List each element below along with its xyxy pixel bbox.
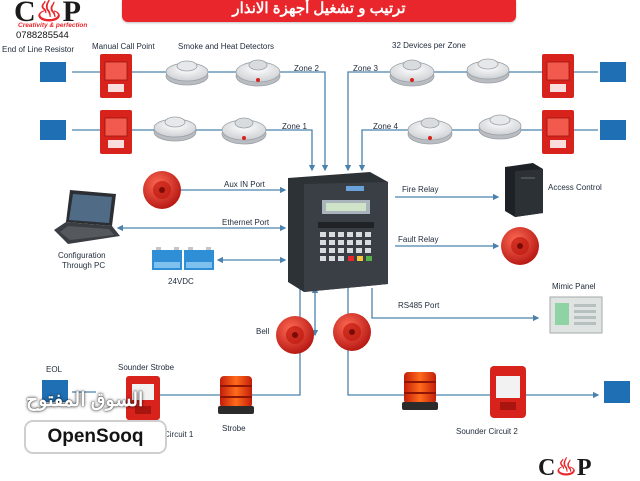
access-control-icon xyxy=(505,163,543,217)
smoke-detector-icon xyxy=(478,114,522,140)
label-mimic-panel: Mimic Panel xyxy=(552,282,596,291)
label-eol: EOL xyxy=(46,365,63,374)
aux-bell-icon xyxy=(143,171,181,209)
manual-call-point-zone4-icon xyxy=(542,110,574,154)
manual-call-point-zone2-icon xyxy=(100,54,132,98)
label-bell: Bell xyxy=(256,327,270,336)
label-zone3: Zone 3 xyxy=(353,64,378,73)
label-devices-per-zone: 32 Devices per Zone xyxy=(392,41,466,50)
strobe-icon xyxy=(218,376,254,414)
label-strobe: Strobe xyxy=(222,424,246,433)
wire-rs485 xyxy=(371,288,540,322)
bells xyxy=(143,171,539,354)
label-zone1: Zone 1 xyxy=(282,122,307,131)
label-rs485-port: RS485 Port xyxy=(398,301,440,310)
brand-logo: C♨P xyxy=(14,0,81,27)
flame-icon: ♨ xyxy=(35,0,63,28)
heat-detector-icon xyxy=(221,117,267,145)
label-fire-relay: Fire Relay xyxy=(402,185,439,194)
label-manual-call-point: Manual Call Point xyxy=(92,42,155,51)
watermark-arabic: السوق المفتوح xyxy=(26,390,144,411)
fault-bell-icon xyxy=(501,227,539,265)
mimic-panel-icon xyxy=(549,296,603,334)
heat-detector-icon xyxy=(389,59,435,87)
strobe-icon xyxy=(402,372,438,410)
label-circuit1: Circuit 1 xyxy=(164,430,194,439)
eol-resistors xyxy=(40,62,630,403)
smoke-detector-icon xyxy=(153,116,197,142)
laptop-icon xyxy=(54,190,120,244)
label-sounder-strobe: Sounder Strobe xyxy=(118,363,175,372)
label-sounder-circuit2: Sounder Circuit 2 xyxy=(456,427,518,436)
label-access-control: Access Control xyxy=(548,183,602,192)
sounder-strobe-icon xyxy=(126,376,160,420)
control-panel-icon xyxy=(288,172,388,292)
eol-box-circuit2 xyxy=(604,381,630,403)
batteries-icon xyxy=(152,247,214,270)
manual-call-point-zone3-icon xyxy=(542,54,574,98)
wire-zone2 xyxy=(72,71,329,172)
bell-icon xyxy=(333,313,371,351)
label-smoke-heat: Smoke and Heat Detectors xyxy=(178,42,275,51)
manual-call-point-zone1-icon xyxy=(100,110,132,154)
label-eol-resistor: End of Line Resistor xyxy=(2,45,75,54)
brand-phone: 0788285544 xyxy=(16,30,69,41)
brand-logo-footer: C♨P xyxy=(538,455,592,481)
label-fault-relay: Fault Relay xyxy=(398,235,439,244)
label-configuration: Configuration xyxy=(58,251,106,260)
heat-detector-icon xyxy=(235,59,281,87)
eol-box-zone3 xyxy=(600,62,626,82)
title-banner: ترتيب و تشغيل أجهزة الانذار xyxy=(122,0,516,22)
label-through-pc: Through PC xyxy=(62,261,106,270)
eol-box-zone4 xyxy=(600,120,626,140)
wire-zone3 xyxy=(344,71,598,172)
heat-detector-icon xyxy=(407,117,453,145)
label-zone4: Zone 4 xyxy=(373,122,398,131)
wire-zone1 xyxy=(72,129,316,172)
label-zone2: Zone 2 xyxy=(294,64,319,73)
watermark-opensooq-text: OpenSooq xyxy=(47,426,144,447)
eol-box-circuit1 xyxy=(42,380,68,402)
sounder-strobe-icon xyxy=(490,366,526,418)
label-aux-in-port: Aux IN Port xyxy=(224,180,265,189)
flame-icon: ♨ xyxy=(555,455,577,481)
eol-box-zone2 xyxy=(40,62,66,82)
page-title: ترتيب و تشغيل أجهزة الانذار xyxy=(232,0,406,17)
detectors xyxy=(153,58,522,145)
label-ethernet-port: Ethernet Port xyxy=(222,218,270,227)
label-24vdc: 24VDC xyxy=(168,277,194,286)
smoke-detector-icon xyxy=(466,58,510,84)
bell-icon xyxy=(276,316,314,354)
watermark-opensooq: OpenSooq xyxy=(24,420,167,454)
eol-box-zone1 xyxy=(40,120,66,140)
brand-tagline: Creativity & perfection xyxy=(18,22,88,29)
manual-call-points xyxy=(100,54,574,154)
smoke-detector-icon xyxy=(165,60,209,86)
